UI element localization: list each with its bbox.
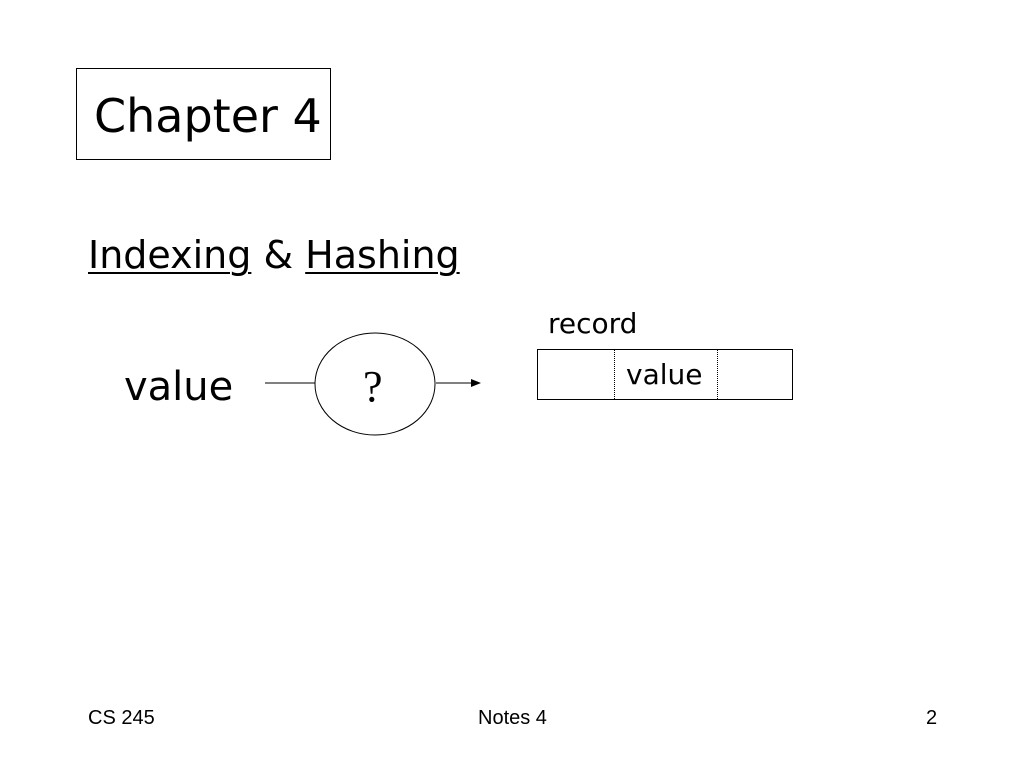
function-oval	[314, 332, 436, 436]
subtitle-connector: &	[251, 233, 306, 277]
unknown-function-symbol: ?	[363, 362, 383, 411]
record-label: record	[548, 307, 638, 340]
record-box: value	[537, 349, 793, 400]
record-field-value-text: value	[626, 358, 703, 391]
footer-course: CS 245	[88, 707, 155, 729]
slide-subtitle: Indexing & Hashing	[88, 230, 460, 280]
record-field-1	[538, 350, 615, 399]
chapter-title: Chapter 4	[94, 89, 322, 143]
record-field-value: value	[615, 350, 718, 399]
subtitle-indexing: Indexing	[88, 233, 252, 277]
input-value-label: value	[124, 364, 234, 410]
footer-notes: Notes 4	[478, 707, 547, 729]
subtitle-hashing: Hashing	[305, 233, 460, 277]
footer-page-number: 2	[926, 707, 938, 729]
record-field-3	[718, 350, 792, 399]
chapter-title-box	[76, 68, 331, 160]
